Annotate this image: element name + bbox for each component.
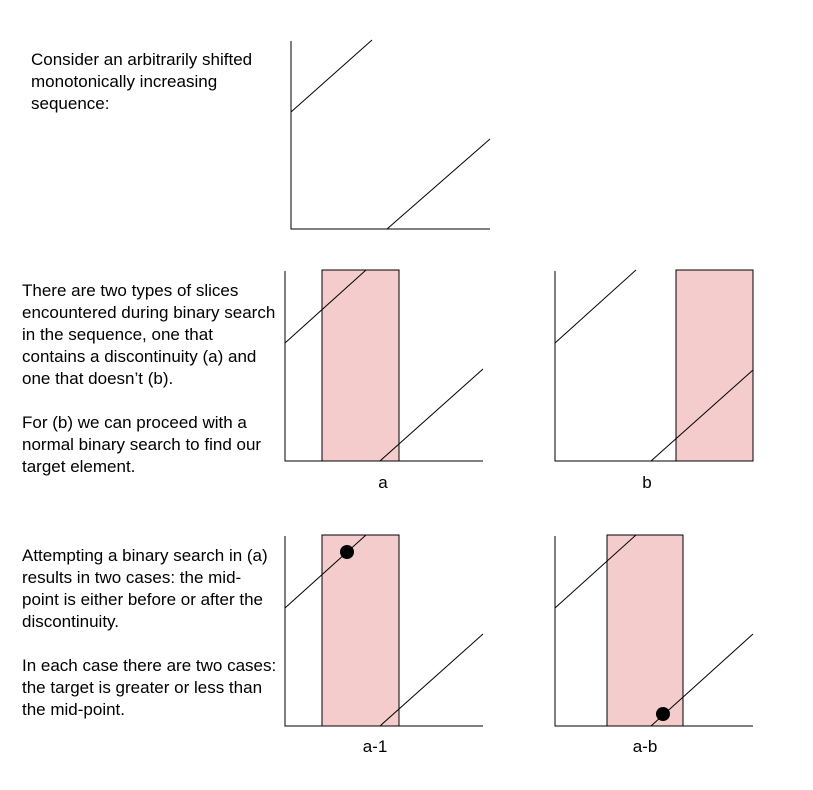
slice-highlight-b bbox=[675, 269, 754, 462]
panel-label-b: b bbox=[642, 473, 651, 492]
panel-label-a-1: a-1 bbox=[363, 737, 388, 756]
sequence-segment-lower bbox=[386, 138, 491, 230]
cases-paragraph-1: Attempting a binary search in (a) result… bbox=[22, 546, 268, 631]
slice-highlight-a bbox=[321, 269, 400, 462]
panel-a-1-axes bbox=[284, 536, 483, 727]
panel-b-segment-upper bbox=[554, 269, 637, 344]
panel-a-1-segment-upper bbox=[284, 534, 367, 609]
panel-label-a: a bbox=[378, 473, 388, 492]
panel-a-segment-upper bbox=[284, 269, 367, 344]
panel-b: b bbox=[554, 269, 754, 492]
panel-a-segment-lower bbox=[379, 368, 484, 462]
cases-text: Attempting a binary search in (a) result… bbox=[22, 545, 277, 721]
panel-a-1-segment-lower bbox=[379, 633, 484, 727]
panel-a-b-segment-upper bbox=[554, 534, 637, 609]
panel-a-b: a-b bbox=[554, 534, 754, 756]
sequence-plot bbox=[290, 39, 491, 230]
intro-paragraph: Consider an arbitrarily shifted monotoni… bbox=[31, 50, 253, 113]
slices-paragraph-2: For (b) we can proceed with a normal bin… bbox=[22, 413, 262, 476]
slice-highlight-a-b bbox=[606, 534, 684, 727]
panel-a-axes bbox=[284, 271, 483, 462]
sequence-axes bbox=[290, 41, 490, 230]
panel-a-1: a-1 bbox=[284, 534, 484, 756]
slice-highlight-a-1 bbox=[321, 534, 400, 727]
sequence-segment-upper bbox=[290, 39, 373, 113]
cases-paragraph-2: In each case there are two cases: the ta… bbox=[22, 656, 277, 719]
panel-b-axes bbox=[554, 271, 753, 462]
slices-text: There are two types of slices encountere… bbox=[22, 280, 277, 478]
mid-point-marker-a-b bbox=[656, 707, 670, 721]
panel-a: a bbox=[284, 269, 484, 492]
panel-a-b-axes bbox=[554, 536, 753, 727]
mid-point-marker-a-1 bbox=[340, 545, 354, 559]
panel-b-segment-lower bbox=[650, 369, 754, 462]
panel-label-a-b: a-b bbox=[633, 737, 658, 756]
intro-text: Consider an arbitrarily shifted monotoni… bbox=[31, 49, 281, 115]
slices-paragraph-1: There are two types of slices encountere… bbox=[22, 281, 276, 388]
